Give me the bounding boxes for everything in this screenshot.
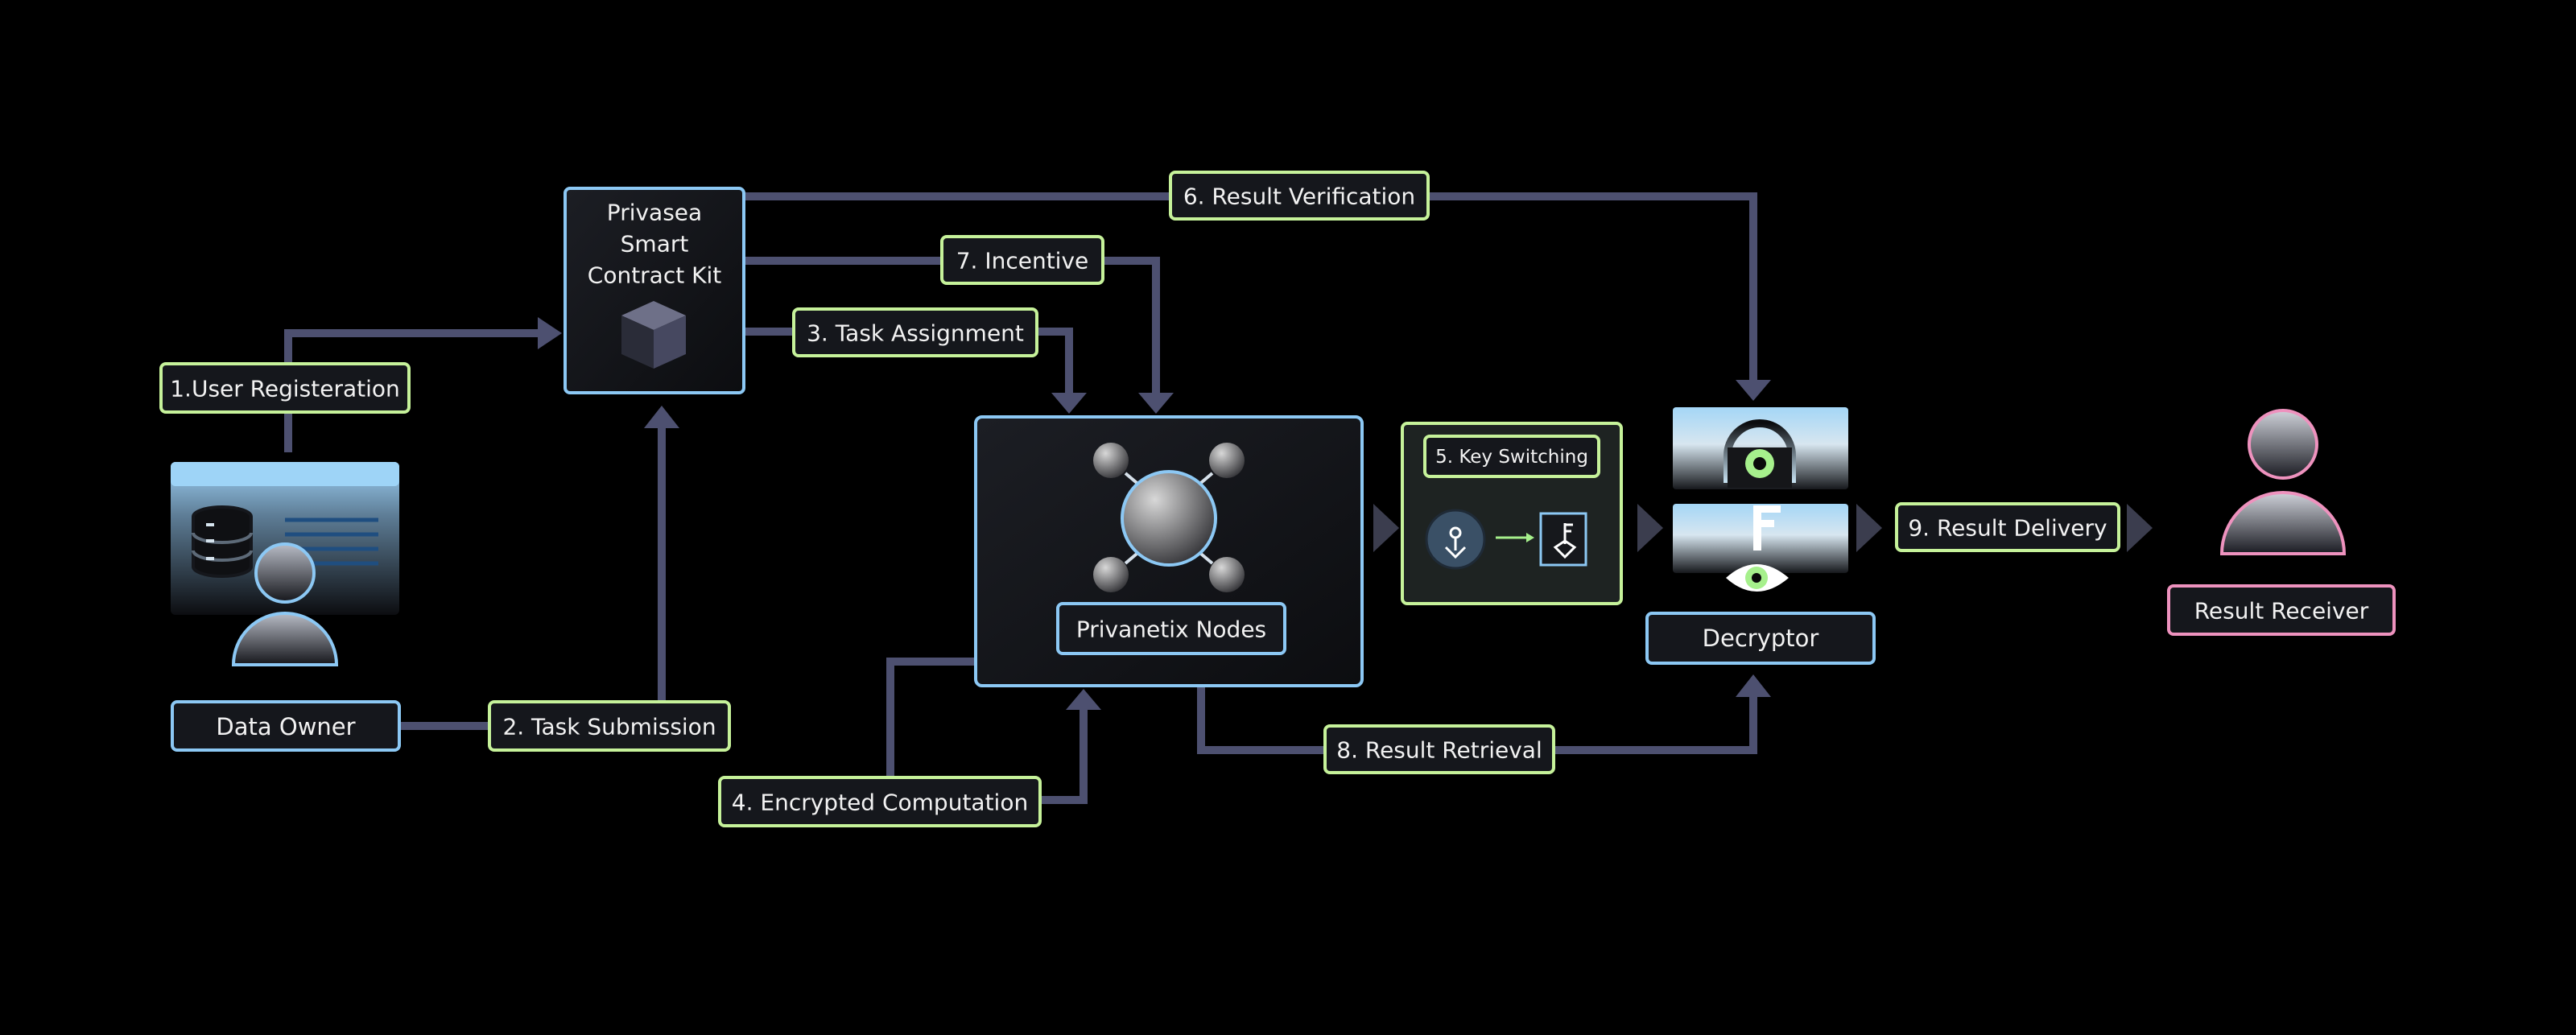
step-8-box [1323,724,1555,774]
chevron-keyswitch-decryptor [1637,504,1663,552]
step-8-label: 8. Result Retrieval [1336,737,1542,764]
lock-icon [1673,407,1848,489]
step-4-label: 4. Encrypted Computation [732,790,1028,816]
smart-contract-label-line-1: Privasea [607,200,702,226]
data-owner-label: Data Owner [216,713,355,740]
step-1-box [159,362,411,414]
decryptor-node [1645,407,1876,665]
connector-incentive [744,257,1160,394]
step-label-boxes [159,171,2120,827]
key-icon [1673,504,1848,592]
user-body-icon [231,612,339,666]
smart-contract-box [564,187,745,394]
step-7-box [940,235,1104,285]
switch-arrow-icon [1496,533,1534,542]
network-icon [1093,443,1245,592]
data-owner-label-box [171,700,401,752]
flow-chevrons [1373,504,2153,552]
step-7-label: 7. Incentive [956,248,1089,274]
privanetix-label: Privanetix Nodes [1076,616,1266,643]
source-key-icon [1425,509,1486,570]
arrowhead-computation-up [1066,689,1101,710]
arrowheads [538,317,1771,710]
smart-contract-label-line-3: Contract Kit [588,262,721,289]
key-switching-label: 5. Key Switching [1435,447,1588,468]
connector-result-verification [744,192,1757,381]
data-owner-card-header [171,462,399,486]
arrowhead-assignment-down [1051,393,1087,414]
target-key-icon [1539,512,1587,567]
step-9-box [1895,502,2120,552]
connector-task-submission [398,428,666,730]
step-9-label: 9. Result Delivery [1908,515,2107,542]
result-receiver-node [2167,378,2397,636]
step-3-box [792,307,1038,357]
decryptor-label: Decryptor [1703,625,1819,652]
chevron-privanetix-keyswitch [1373,504,1399,552]
step-6-box [1169,171,1430,221]
privanetix-label-box [1056,602,1286,655]
step-6-label: 6. Result Verification [1183,183,1415,210]
user-head-icon [254,542,316,604]
speed-lines [2167,378,2397,515]
privanetix-node [974,415,1364,687]
arrowhead-incentive-down [1138,393,1174,414]
step-3-label: 3. Task Assignment [807,320,1024,347]
database-icon [192,505,253,578]
result-receiver-label-box [2167,584,2396,636]
decryptor-label-box [1645,612,1876,665]
step-1-label: 1.User Registeration [170,376,400,402]
chevron-delivery-receiver [2127,504,2153,552]
smart-contract-label-line-2: Smart [621,231,689,258]
smart-contract-node [564,187,745,394]
step-2-box [488,700,731,752]
receiver-head-icon [2248,409,2318,480]
step-2-label: 2. Task Submission [502,714,716,740]
key-switching-node [1401,422,1623,605]
arrowhead-verification-down [1736,380,1771,401]
receiver-body-icon [2219,491,2347,555]
arrowhead-to-contract-up [644,406,679,428]
result-receiver-label: Result Receiver [2194,598,2369,625]
step-4-box [718,776,1042,827]
chevron-decryptor-delivery [1856,504,1882,552]
arrowhead-retrieval-up [1736,674,1771,697]
data-owner-node [171,462,399,666]
cube-icon [621,301,686,369]
arrowhead-to-contract-right [538,317,562,349]
key-switching-label-box [1423,435,1600,478]
labels: Data Owner Privasea Smart Contract Kit P… [170,183,2369,816]
